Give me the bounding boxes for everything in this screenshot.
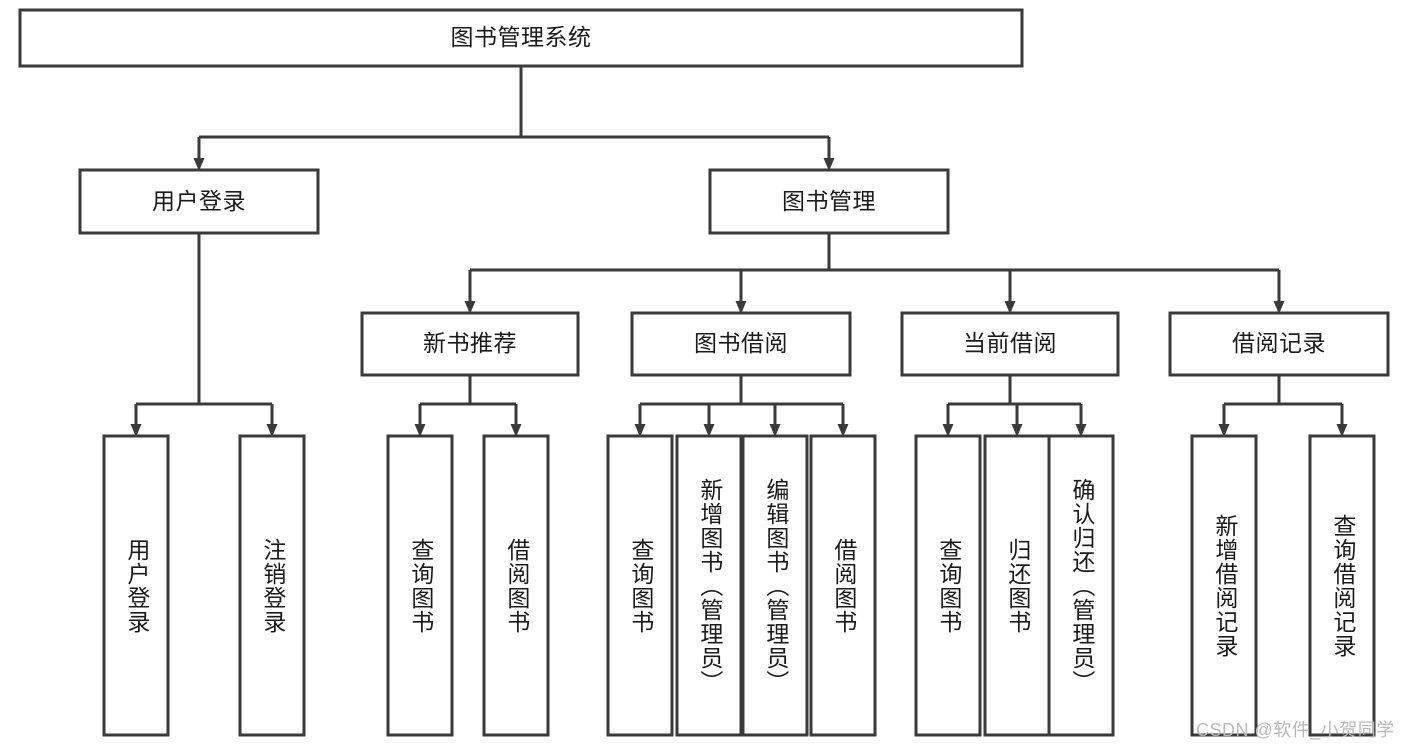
node-box-leaf-borrow-book-1[interactable] xyxy=(482,434,550,737)
node-box-leaf-borrow-book-2[interactable] xyxy=(809,434,877,737)
node-box-leaf-query-book-1[interactable] xyxy=(386,434,454,737)
arrow-head xyxy=(1011,424,1023,437)
arrow-head xyxy=(193,158,205,171)
edges-layer xyxy=(130,66,1348,437)
csdn-watermark: CSDN @软件_小贺同学 xyxy=(1196,720,1395,740)
node-box-leaf-user-logout[interactable] xyxy=(238,434,306,737)
node-box-leaf-add-book[interactable] xyxy=(675,434,743,737)
node-box-leaf-query-book-2[interactable] xyxy=(606,434,674,737)
arrow-head xyxy=(464,301,476,314)
arrow-head xyxy=(1004,301,1016,314)
node-box-leaf-user-login[interactable] xyxy=(102,434,170,737)
arrow-head xyxy=(1336,424,1348,437)
node-box-leaf-return-book[interactable] xyxy=(983,434,1051,737)
arrow-head xyxy=(1273,301,1285,314)
node-box-borrow[interactable] xyxy=(630,311,852,377)
arrow-head xyxy=(769,424,781,437)
arrow-head xyxy=(1218,424,1230,437)
arrow-head xyxy=(1075,424,1087,437)
node-box-current[interactable] xyxy=(900,311,1120,377)
arrow-head xyxy=(942,424,954,437)
arrow-head xyxy=(130,424,142,437)
boxes-layer xyxy=(18,8,1390,737)
node-box-leaf-edit-book[interactable] xyxy=(741,434,809,737)
arrow-head xyxy=(703,424,715,437)
arrow-head xyxy=(414,424,426,437)
node-box-root[interactable] xyxy=(18,8,1024,68)
node-box-newbook[interactable] xyxy=(360,311,580,377)
arrow-head xyxy=(634,424,646,437)
node-box-leaf-query-record[interactable] xyxy=(1308,434,1376,737)
arrow-head xyxy=(837,424,849,437)
arrow-head xyxy=(823,158,835,171)
arrow-head xyxy=(266,424,278,437)
node-box-records[interactable] xyxy=(1168,311,1390,377)
node-box-login[interactable] xyxy=(78,168,320,235)
node-box-leaf-add-record[interactable] xyxy=(1190,434,1258,737)
arrow-head xyxy=(510,424,522,437)
node-box-bookmgmt[interactable] xyxy=(708,168,950,235)
node-box-leaf-query-book-3[interactable] xyxy=(914,434,982,737)
node-box-leaf-confirm-return[interactable] xyxy=(1047,434,1115,737)
arrow-head xyxy=(735,301,747,314)
